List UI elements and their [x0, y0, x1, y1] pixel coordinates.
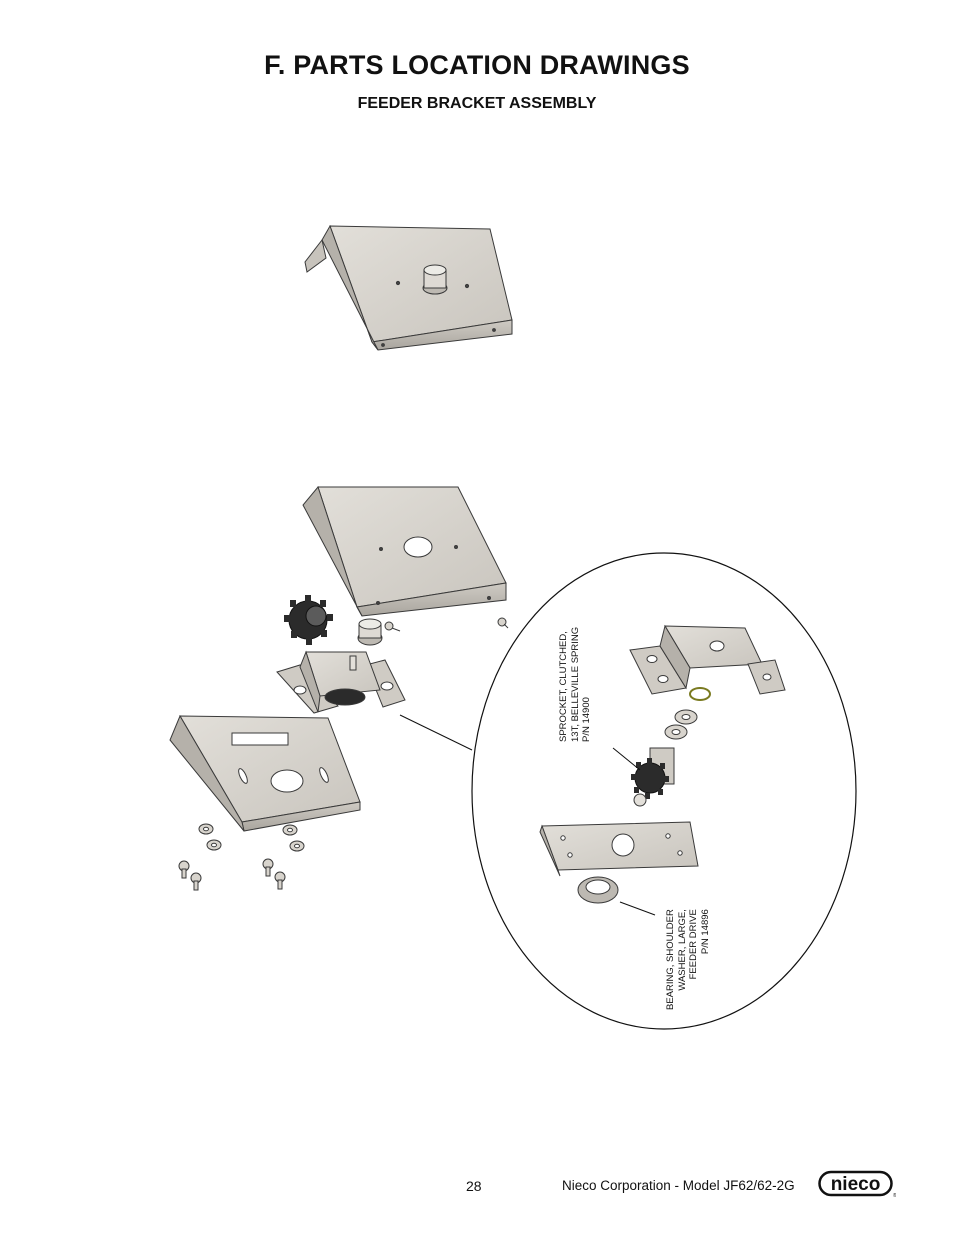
mount-hole — [567, 852, 573, 858]
detail-flat-plate — [539, 821, 699, 877]
mount-hole — [381, 343, 385, 347]
base-plate-flange — [169, 714, 245, 832]
assembled-bracket — [304, 224, 513, 351]
screw — [190, 872, 202, 891]
slot — [293, 685, 307, 695]
detail-ellipse — [471, 552, 857, 1030]
callout-line: SPROCKET, CLUTCHED, — [558, 631, 569, 742]
slot — [319, 767, 329, 783]
detail-ring — [689, 687, 711, 701]
detail-upper-bracket — [629, 624, 786, 695]
washer-hole — [294, 843, 300, 849]
knob-cap — [358, 618, 382, 630]
callout-line: 13T, BELLEVILLE SPRING — [569, 626, 581, 742]
mount-hole — [464, 283, 470, 289]
footer-company-model: Nieco Corporation - Model JF62/62-2G — [562, 1178, 795, 1193]
bracket-mount-tab — [304, 238, 327, 273]
slot — [380, 681, 394, 691]
slot — [238, 768, 248, 784]
page-number: 28 — [466, 1178, 482, 1194]
washer-hole — [211, 842, 217, 848]
nieco-logo: nieco ® — [818, 1170, 896, 1198]
sprocket-teeth — [631, 758, 669, 799]
knob-cap — [423, 264, 447, 276]
mount-hole — [379, 547, 383, 551]
mount-hole — [376, 601, 380, 605]
detail-shoulder-washer — [577, 876, 619, 904]
screw-small — [384, 621, 401, 632]
logo-text: nieco — [831, 1174, 881, 1195]
washer-hole — [287, 827, 293, 833]
sprocket-teeth — [284, 595, 333, 645]
slot — [762, 673, 772, 681]
flat-plate-hole — [611, 833, 635, 857]
base-plate-window — [231, 732, 289, 746]
base-plate-hole — [270, 769, 304, 793]
page-title: F. PARTS LOCATION DRAWINGS — [264, 50, 690, 80]
callout-bearing: BEARING, SHOULDER WASHER, LARGE, FEEDER … — [665, 909, 711, 1010]
callout-sprocket: SPROCKET, CLUTCHED, 13T, BELLEVILLE SPRI… — [558, 627, 593, 742]
callout-line: FEEDER DRIVE — [688, 909, 699, 980]
mid-sprocket — [324, 688, 366, 706]
exploded-cover — [302, 485, 507, 617]
screw-small — [497, 617, 509, 629]
cover-left-face — [302, 485, 363, 617]
section-subtitle: FEEDER BRACKET ASSEMBLY — [357, 95, 597, 112]
mid-shaft — [349, 655, 357, 671]
mount-hole — [395, 280, 401, 286]
mount-hole — [677, 850, 683, 856]
slot — [657, 675, 669, 683]
sprocket-leader-line — [612, 747, 641, 771]
exploded-sprocket — [284, 595, 333, 645]
cover-center-hole — [403, 536, 433, 558]
mid-bracket-side — [299, 650, 321, 713]
slot — [646, 655, 658, 663]
exploded-base-plate — [169, 714, 361, 832]
fastener-set-left — [178, 823, 222, 891]
washer-hole — [203, 826, 209, 832]
mount-hole — [454, 545, 458, 549]
mount-hole — [560, 835, 566, 841]
sprocket-hub — [305, 605, 327, 627]
detail-washers — [664, 709, 698, 740]
detail-clutched-sprocket — [631, 747, 675, 807]
screw — [178, 860, 190, 879]
flat-plate-edge — [539, 824, 561, 877]
mount-hole — [487, 596, 491, 600]
mid-bracket-base — [276, 664, 339, 714]
callout-line: WASHER, LARGE, — [676, 909, 688, 991]
svg-text:®: ® — [893, 1192, 896, 1198]
callout-line: BEARING, SHOULDER — [665, 909, 676, 1010]
exploded-knob — [357, 618, 383, 646]
clutch-shaft — [633, 793, 647, 807]
mount-hole — [492, 328, 496, 332]
washer-leader-line — [619, 901, 656, 916]
callout-line: P/N 14896 — [699, 909, 711, 955]
mount-hole — [665, 833, 671, 839]
screw — [274, 871, 286, 890]
bracket-left-face — [321, 224, 379, 351]
detail-bracket-side — [659, 624, 691, 690]
detail-bracket-hole — [709, 640, 725, 652]
callout-line: P/N 14900 — [581, 697, 592, 742]
detail-leader-line — [399, 714, 473, 751]
fastener-set-right — [262, 824, 305, 890]
exploded-mid-bracket — [276, 650, 406, 714]
screw — [262, 858, 274, 877]
